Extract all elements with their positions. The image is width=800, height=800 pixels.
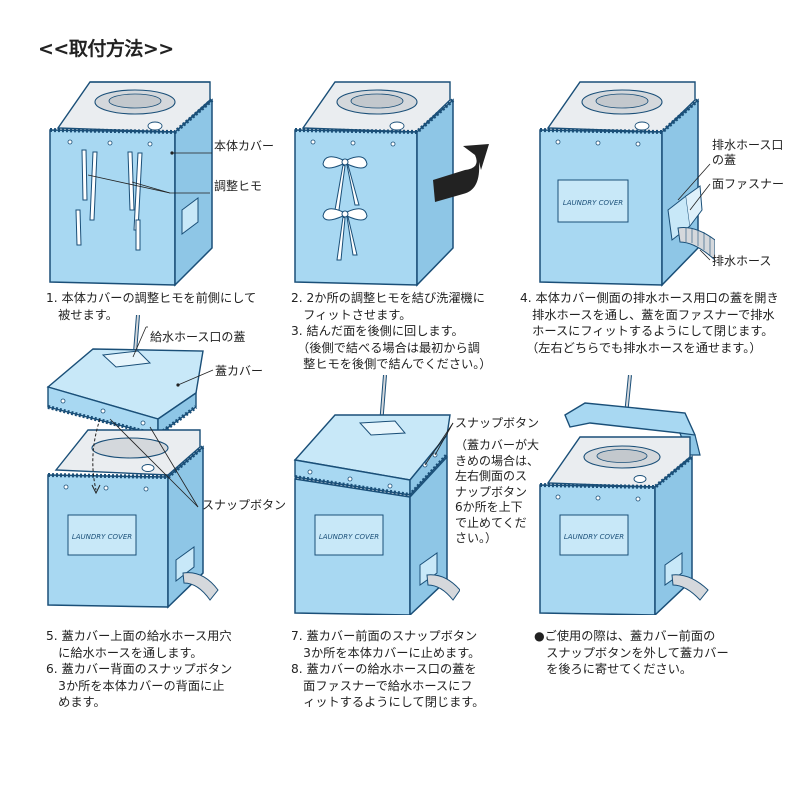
step1-cover-label: 本体カバー <box>214 139 275 153</box>
caption-line: （左右どちらでも排水ホースを通せます。） <box>520 340 762 355</box>
caption-line: 8. 蓋カバーの給水ホース口の蓋を <box>291 662 477 676</box>
step2-caption: 2. 2か所の調整ヒモを結び洗濯機に フィットさせます。 3. 結んだ面を後側に… <box>291 290 491 373</box>
step3-illustration: LAUNDRY COVER <box>539 81 715 287</box>
step1-illustration <box>49 81 214 287</box>
step3-caption: 4. 本体カバー側面の排水ホース用口の蓋を開き 排水ホースを通し、蓋を面ファスナ… <box>520 290 779 356</box>
caption-line: 3. 結んだ面を後側に回します。 <box>291 324 464 338</box>
caption-line: 2. 2か所の調整ヒモを結び洗濯機に <box>291 291 485 305</box>
note-line: （蓋カバーが大 <box>455 438 540 452</box>
logo-text: LAUNDRY COVER <box>319 533 379 541</box>
step3-drain-lid-label: 排水ホース口 の蓋 <box>712 138 783 168</box>
caption-line: 排水ホースを通し、蓋を面ファスナーで排水 <box>520 307 775 322</box>
step3-drain-hose-label: 排水ホース <box>712 254 772 268</box>
note-line: 左右側面のス <box>455 469 528 483</box>
caption-line: 3か所を本体カバーに止めます。 <box>291 645 481 660</box>
note-line: さい。） <box>455 531 498 545</box>
caption-line: 3か所を本体カバーの背面に止 <box>46 678 225 693</box>
step5-note: （蓋カバーが大 きめの場合は、 左右側面のス ナップボタン 6か所を上下 で止め… <box>455 438 539 547</box>
step5-snap-label: スナップボタン <box>455 416 540 430</box>
step1-string-label: 調整ヒモ <box>214 179 263 193</box>
step4-illustration: LAUNDRY COVER <box>46 315 219 609</box>
caption-line: を後ろに寄せてください。 <box>534 662 693 676</box>
caption-line: めます。 <box>46 695 106 709</box>
step4-supply-lid-label: 給水ホース口の蓋 <box>150 330 246 344</box>
caption-line: 6. 蓋カバー背面のスナップボタン <box>46 662 233 676</box>
caption-line: ィットするようにして閉じます。 <box>291 695 485 709</box>
step4-snap-label: スナップボタン <box>202 498 287 512</box>
step5-caption: 7. 蓋カバー前面のスナップボタン 3か所を本体カバーに止めます。 8. 蓋カバ… <box>291 628 484 711</box>
caption-line: ホースにフィットするようにして閉じます。 <box>520 324 774 338</box>
note-line: 6か所を上下 <box>455 500 523 514</box>
step6-caption: ●ご使用の際は、蓋カバー前面の スナップボタンを外して蓋カバー を後ろに寄せてく… <box>534 628 729 678</box>
logo-text: LAUNDRY COVER <box>72 533 132 541</box>
step4-caption: 5. 蓋カバー上面の給水ホース用穴 に給水ホースを通します。 6. 蓋カバー背面… <box>46 628 232 711</box>
step1-caption: 1. 本体カバーの調整ヒモを前側にして 被せます。 <box>46 290 256 323</box>
note-line: ナップボタン <box>455 484 528 499</box>
caption-line: 1. 本体カバーの調整ヒモを前側にして <box>46 291 257 305</box>
step4-lid-cover-label: 蓋カバー <box>215 364 264 378</box>
caption-line: 被せます。 <box>46 307 118 322</box>
step5-illustration: LAUNDRY COVER <box>293 375 460 615</box>
caption-line: （後側で結べる場合は最初から調 <box>291 340 480 355</box>
logo-text: LAUNDRY COVER <box>563 199 623 207</box>
caption-line: ●ご使用の際は、蓋カバー前面の <box>534 629 716 643</box>
step2-illustration <box>294 81 489 287</box>
step6-illustration: LAUNDRY COVER <box>539 375 709 615</box>
caption-line: 7. 蓋カバー前面のスナップボタン <box>291 629 478 643</box>
caption-line: 4. 本体カバー側面の排水ホース用口の蓋を開き <box>520 291 779 305</box>
caption-line: 整ヒモを後側で結んでください。） <box>291 357 492 371</box>
label-line: の蓋 <box>712 153 737 167</box>
caption-line: 面ファスナーで給水ホースにフ <box>291 678 473 693</box>
note-line: で止めてくだ <box>455 515 527 530</box>
caption-line: に給水ホースを通します。 <box>46 645 203 660</box>
step3-fastener-label: 面ファスナー <box>712 177 785 191</box>
note-line: きめの場合は、 <box>455 453 540 468</box>
caption-line: 5. 蓋カバー上面の給水ホース用穴 <box>46 629 232 643</box>
logo-text: LAUNDRY COVER <box>564 533 624 541</box>
label-line: 排水ホース口 <box>712 138 784 152</box>
caption-line: スナップボタンを外して蓋カバー <box>534 645 729 660</box>
page-title: <<取付方法>> <box>38 38 174 60</box>
caption-line: フィットさせます。 <box>291 307 412 322</box>
